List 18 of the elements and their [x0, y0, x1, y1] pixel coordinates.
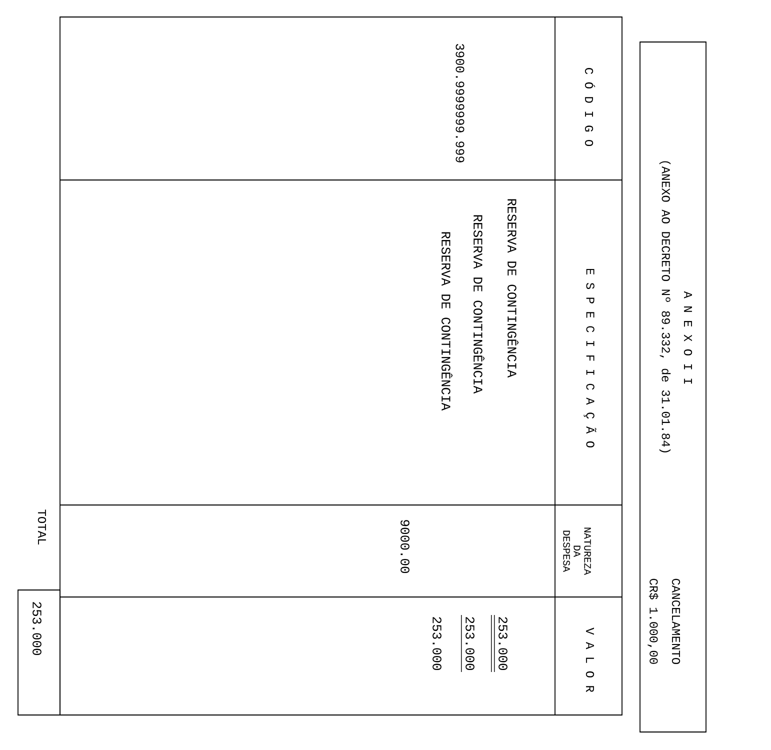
- column-header: C Ó D I G O: [584, 68, 596, 146]
- column-header: E S P E C I F I C A Ç Ã O: [584, 268, 596, 448]
- table-cell: RESERVA DE CONTINGÊNCIA: [474, 215, 484, 394]
- table-cell: 253.000: [498, 617, 508, 670]
- table-cell: RESERVA DE CONTINGÊNCIA: [508, 199, 518, 378]
- amount-note: CR$ 1.000,00: [648, 578, 658, 664]
- decree-reference: (ANEXO AO DECRETO Nº 89.332, de 31.01.84): [659, 161, 671, 452]
- total-label: TOTAL: [38, 510, 46, 544]
- table-cell: RESERVA DE CONTINGÊNCIA: [442, 232, 452, 411]
- cancellation-heading: CANCELAMENTO: [672, 578, 680, 664]
- table-cell: 253.000: [32, 602, 42, 655]
- table-cell: 3900.9999999.999: [456, 44, 464, 162]
- table-cell: 253.000: [466, 617, 474, 670]
- column-header: V A L O R: [586, 628, 594, 692]
- table-cell: 253.000: [432, 617, 442, 670]
- table-cell: 9000.00: [400, 520, 410, 573]
- annex-title: A N E X O I I: [684, 291, 692, 384]
- column-header: NATUREZA DA DESPESA: [563, 528, 591, 576]
